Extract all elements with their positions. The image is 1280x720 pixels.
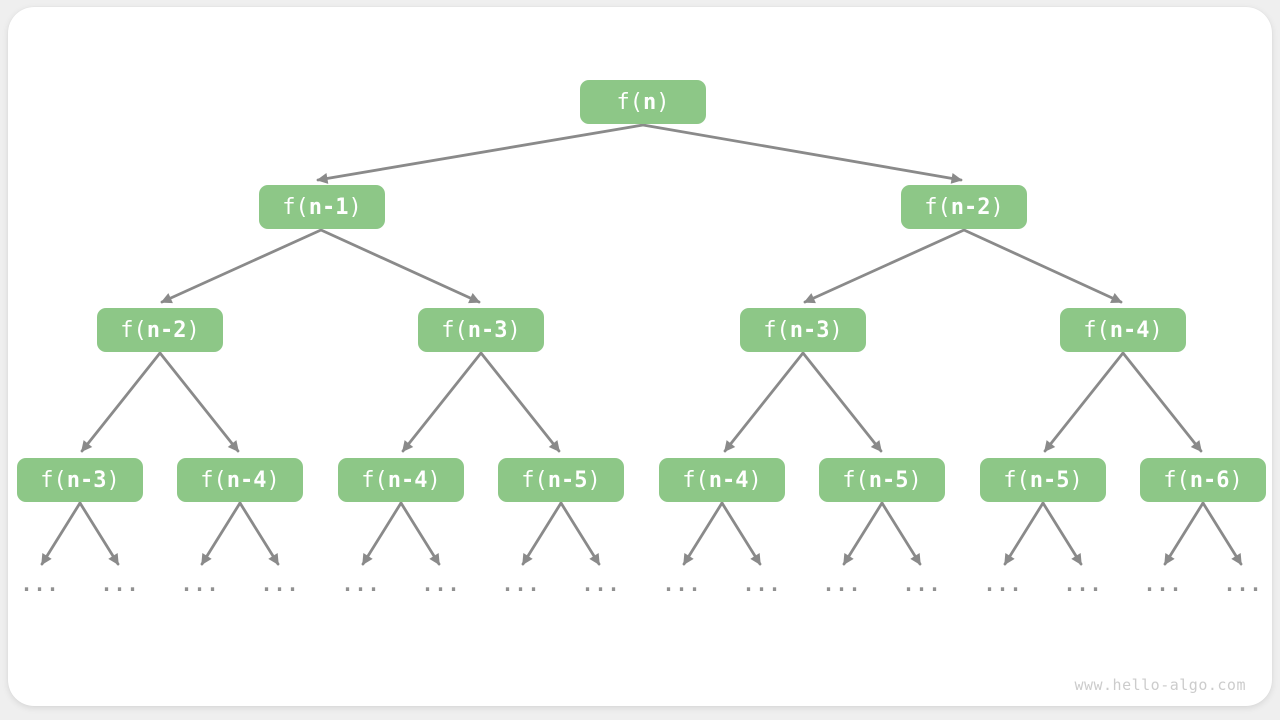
- label-prefix: f(: [1163, 467, 1190, 493]
- tree-node-l3-3: f(n-5): [498, 458, 624, 502]
- label-suffix: ): [427, 467, 441, 493]
- node-label: f(n-3): [441, 318, 521, 343]
- node-label: f(n-3): [40, 468, 120, 493]
- tree-node-l1-1: f(n-2): [901, 185, 1027, 229]
- tree-node-l3-7: f(n-6): [1140, 458, 1266, 502]
- tree-node-l2-2: f(n-3): [740, 308, 866, 352]
- watermark: www.hello-algo.com: [1074, 676, 1246, 694]
- label-arg: n-3: [789, 317, 830, 343]
- label-suffix: ): [106, 467, 120, 493]
- label-arg: n-4: [387, 467, 428, 493]
- tree-node-l2-3: f(n-4): [1060, 308, 1186, 352]
- label-prefix: f(: [200, 467, 227, 493]
- tree-node-l3-4: f(n-4): [659, 458, 785, 502]
- label-suffix: ): [748, 467, 762, 493]
- label-arg: n-3: [66, 467, 107, 493]
- ellipsis: ...: [662, 572, 702, 596]
- node-label: f(n-4): [200, 468, 280, 493]
- label-arg: n-2: [950, 194, 991, 220]
- label-suffix: ): [990, 194, 1004, 220]
- tree-node-l3-2: f(n-4): [338, 458, 464, 502]
- ellipsis: ...: [983, 572, 1023, 596]
- label-arg: n-4: [226, 467, 267, 493]
- label-prefix: f(: [924, 194, 951, 220]
- node-label: f(n-3): [763, 318, 843, 343]
- label-suffix: ): [1229, 467, 1243, 493]
- node-label: f(n): [617, 90, 670, 115]
- label-arg: n: [643, 89, 657, 115]
- label-prefix: f(: [842, 467, 869, 493]
- label-prefix: f(: [616, 89, 644, 115]
- label-prefix: f(: [40, 467, 67, 493]
- tree-node-root: f(n): [580, 80, 706, 124]
- label-arg: n-4: [708, 467, 749, 493]
- node-label: f(n-4): [361, 468, 441, 493]
- label-suffix: ): [186, 317, 200, 343]
- node-label: f(n-1): [282, 195, 362, 220]
- ellipsis: ...: [822, 572, 862, 596]
- ellipsis: ...: [1063, 572, 1103, 596]
- ellipsis: ...: [421, 572, 461, 596]
- ellipsis: ...: [1143, 572, 1183, 596]
- label-suffix: ): [656, 89, 670, 115]
- node-label: f(n-2): [120, 318, 200, 343]
- label-arg: n-5: [1029, 467, 1070, 493]
- label-prefix: f(: [1003, 467, 1030, 493]
- label-suffix: ): [908, 467, 922, 493]
- tree-node-l3-1: f(n-4): [177, 458, 303, 502]
- tree-node-l3-6: f(n-5): [980, 458, 1106, 502]
- ellipsis: ...: [1223, 572, 1263, 596]
- label-suffix: ): [587, 467, 601, 493]
- label-arg: n-6: [1189, 467, 1230, 493]
- label-prefix: f(: [521, 467, 548, 493]
- ellipsis: ...: [100, 572, 140, 596]
- label-suffix: ): [1069, 467, 1083, 493]
- tree-node-l3-5: f(n-5): [819, 458, 945, 502]
- label-arg: n-1: [308, 194, 349, 220]
- label-prefix: f(: [441, 317, 468, 343]
- label-prefix: f(: [682, 467, 709, 493]
- label-prefix: f(: [763, 317, 790, 343]
- node-label: f(n-4): [682, 468, 762, 493]
- node-label: f(n-4): [1083, 318, 1163, 343]
- label-prefix: f(: [361, 467, 388, 493]
- tree-node-l2-1: f(n-3): [418, 308, 544, 352]
- ellipsis: ...: [902, 572, 942, 596]
- node-label: f(n-2): [924, 195, 1004, 220]
- label-suffix: ): [348, 194, 362, 220]
- ellipsis: ...: [742, 572, 782, 596]
- node-label: f(n-5): [521, 468, 601, 493]
- ellipsis: ...: [581, 572, 621, 596]
- ellipsis: ...: [260, 572, 300, 596]
- node-label: f(n-5): [842, 468, 922, 493]
- node-label: f(n-5): [1003, 468, 1083, 493]
- label-suffix: ): [829, 317, 843, 343]
- tree-node-l2-0: f(n-2): [97, 308, 223, 352]
- label-arg: n-5: [868, 467, 909, 493]
- tree-node-l3-0: f(n-3): [17, 458, 143, 502]
- ellipsis: ...: [180, 572, 220, 596]
- label-suffix: ): [507, 317, 521, 343]
- ellipsis: ...: [20, 572, 60, 596]
- label-arg: n-5: [547, 467, 588, 493]
- label-arg: n-3: [467, 317, 508, 343]
- label-suffix: ): [266, 467, 280, 493]
- ellipsis: ...: [341, 572, 381, 596]
- label-prefix: f(: [120, 317, 147, 343]
- label-suffix: ): [1149, 317, 1163, 343]
- tree-node-l1-0: f(n-1): [259, 185, 385, 229]
- label-prefix: f(: [1083, 317, 1110, 343]
- label-arg: n-4: [1109, 317, 1150, 343]
- ellipsis: ...: [501, 572, 541, 596]
- label-prefix: f(: [282, 194, 309, 220]
- node-label: f(n-6): [1163, 468, 1243, 493]
- label-arg: n-2: [146, 317, 187, 343]
